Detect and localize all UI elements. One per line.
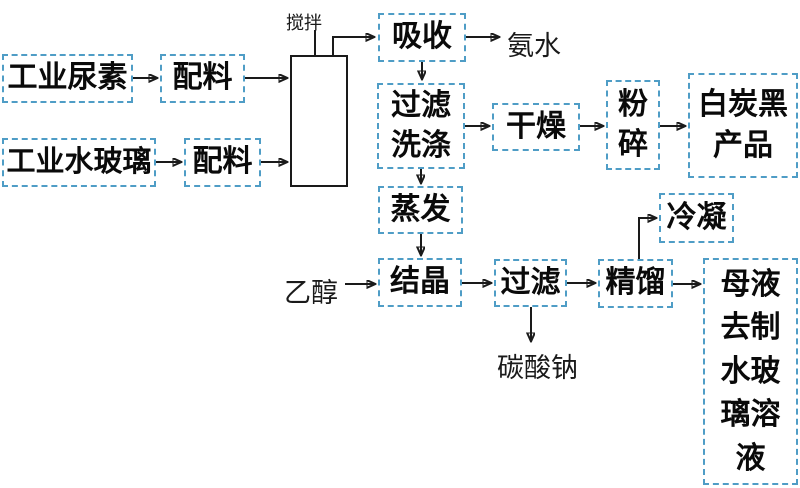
node-drying: 干燥 <box>492 103 580 151</box>
node-label-line1: 母液 <box>720 267 781 301</box>
node-label-line1: 粉 <box>618 87 648 121</box>
reactor-vessel <box>290 55 348 187</box>
node-white-carbon-black-product: 白炭黑 产品 <box>688 73 798 178</box>
node-crushing: 粉 碎 <box>606 80 660 170</box>
node-label-line5: 液 <box>735 441 766 475</box>
node-label: 工业尿素 <box>7 61 128 95</box>
node-label-line2: 产品 <box>713 128 773 162</box>
node-batching-2: 配料 <box>184 138 261 187</box>
node-industrial-water-glass: 工业水玻璃 <box>2 138 156 187</box>
node-absorption: 吸收 <box>378 13 466 62</box>
node-condensation: 冷凝 <box>659 193 734 243</box>
stirring-label: 搅拌 <box>286 13 322 33</box>
node-evaporation: 蒸发 <box>378 186 463 234</box>
arrow-rectification-to-condensation <box>638 218 656 259</box>
node-rectification: 精馏 <box>598 259 673 308</box>
node-label: 蒸发 <box>390 192 451 226</box>
node-label-line1: 过滤 <box>391 88 451 122</box>
node-label: 精馏 <box>605 266 666 300</box>
node-label: 吸收 <box>392 20 452 54</box>
node-label-line2: 去制 <box>720 311 781 345</box>
node-mother-liquor-to-water-glass: 母液 去制 水玻 璃溶 液 <box>703 258 798 485</box>
node-batching-1: 配料 <box>160 54 245 103</box>
node-filtration: 过滤 <box>494 259 567 307</box>
node-label: 工业水玻璃 <box>6 145 152 178</box>
node-label-line4: 璃溶 <box>720 398 781 432</box>
node-label: 冷凝 <box>666 200 727 234</box>
node-label-line2: 洗涤 <box>391 129 451 162</box>
node-crystallization: 结晶 <box>378 258 462 307</box>
node-filtration-washing: 过滤 洗涤 <box>377 83 465 169</box>
node-label: 干燥 <box>506 109 566 143</box>
node-label-line1: 白炭黑 <box>698 88 788 121</box>
sodium-carbonate-label: 碳酸钠 <box>497 353 578 383</box>
node-label-line3: 水玻 <box>720 354 781 388</box>
arrow-reactor-to-absorption <box>332 37 374 55</box>
node-label: 结晶 <box>390 265 450 299</box>
node-label: 配料 <box>192 145 253 179</box>
node-label: 过滤 <box>500 265 561 299</box>
node-label-line2: 碎 <box>618 128 648 161</box>
node-industrial-urea: 工业尿素 <box>2 54 133 103</box>
ammonia-water-label: 氨水 <box>507 31 561 61</box>
node-label: 配料 <box>172 61 233 95</box>
ethanol-label: 乙醇 <box>284 278 338 308</box>
